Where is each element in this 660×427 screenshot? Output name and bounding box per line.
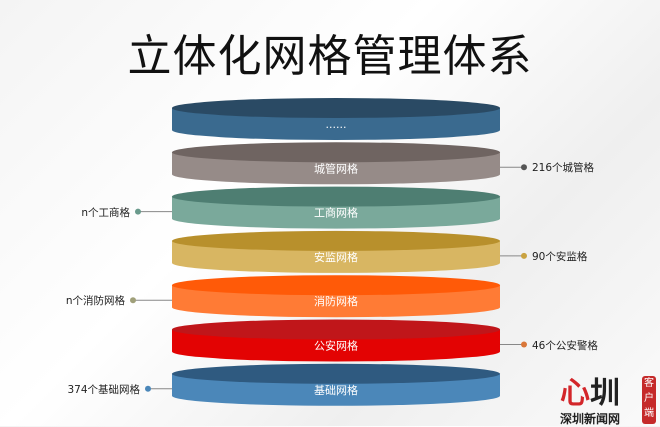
layer-label: 安监网格	[314, 250, 358, 264]
logo-tag: 客户端	[642, 376, 656, 424]
layer-disk: 基础网格	[172, 363, 500, 406]
annotation-connector	[500, 341, 527, 348]
annotation-label: 90个安监格	[532, 250, 588, 263]
dot-icon	[521, 252, 527, 259]
layer-disk: 工商网格	[172, 186, 500, 229]
logo: 心圳 深圳新闻网 客户端	[560, 376, 656, 426]
annotation-label: 46个公安警格	[532, 339, 598, 352]
disk-top	[172, 230, 500, 251]
annotation-connector	[135, 208, 172, 215]
annotation-label: 374个基础网格	[67, 383, 140, 396]
dot-icon	[145, 385, 151, 392]
dot-icon	[521, 164, 527, 171]
annotation-label: 216个城管格	[532, 162, 595, 175]
annotation-connector	[130, 297, 172, 304]
annotation-connector	[500, 252, 527, 259]
layer-label: 公安网格	[314, 339, 358, 353]
layer-label: 城管网格	[314, 161, 358, 175]
annotation-connector	[500, 164, 527, 171]
annotation-connector	[145, 385, 172, 392]
dot-icon	[521, 341, 527, 348]
annotation-label: n个工商格	[81, 206, 130, 219]
dot-icon	[130, 297, 136, 304]
disk-top	[172, 319, 500, 340]
layer-label: ......	[326, 118, 347, 131]
annotation-label: n个消防网格	[65, 295, 125, 308]
disk-top	[172, 275, 500, 296]
dot-icon	[135, 208, 141, 215]
disk-top	[172, 363, 500, 384]
layer-disk: 城管网格	[172, 142, 500, 185]
layer-label: 基础网格	[314, 383, 358, 397]
layer-disk: 公安网格	[172, 319, 500, 362]
layer-label: 工商网格	[314, 206, 358, 220]
layer-disk: 消防网格	[172, 275, 500, 318]
disk-top	[172, 186, 500, 207]
logo-mark-2: 圳	[590, 376, 620, 411]
disk-top	[172, 142, 500, 163]
layer-label: 消防网格	[314, 294, 358, 308]
logo-mark: 心	[560, 376, 590, 411]
layer-disk: 安监网格	[172, 230, 500, 273]
page-title: 立体化网格管理体系	[127, 31, 533, 82]
logo-text: 深圳新闻网	[560, 412, 621, 426]
layer-disk: ......	[172, 98, 500, 140]
disk-top	[172, 98, 500, 118]
